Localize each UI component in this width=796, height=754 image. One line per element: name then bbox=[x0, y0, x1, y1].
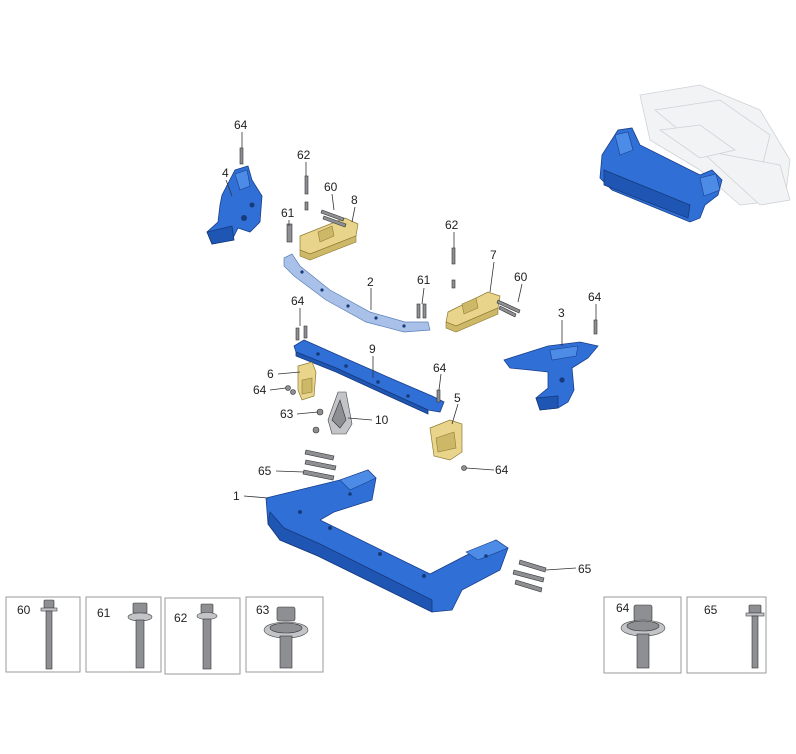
fastener-box-64-label: 64 bbox=[616, 601, 630, 615]
fastener-box-65: 65 bbox=[686, 596, 767, 674]
fasteners-in-assembly bbox=[239, 147, 598, 593]
part-8-left-support-bracket bbox=[299, 217, 359, 261]
part-4-left-mounting-bracket bbox=[206, 165, 263, 245]
callout-4: 4 bbox=[222, 166, 229, 180]
fastener-box-61: 61 bbox=[85, 596, 162, 673]
fastener-box-62-label: 62 bbox=[174, 611, 188, 625]
fastener-box-60-label: 60 bbox=[17, 603, 31, 617]
callout-64-part4: 64 bbox=[234, 118, 248, 132]
callout-65-right: 65 bbox=[578, 562, 592, 576]
callout-65-left: 65 bbox=[258, 464, 272, 478]
callout-64-part9-right: 64 bbox=[433, 361, 447, 375]
fastener-box-63-label: 63 bbox=[256, 603, 270, 617]
callout-5: 5 bbox=[454, 391, 461, 405]
fastener-box-61-label: 61 bbox=[97, 606, 111, 620]
fastener-box-64: 64 bbox=[603, 596, 682, 674]
callout-labels: 64 4 62 60 8 61 2 62 61 7 60 64 3 64 9 6… bbox=[222, 118, 602, 576]
fastener-box-62: 62 bbox=[164, 597, 241, 675]
callout-7: 7 bbox=[490, 248, 497, 262]
callout-60-right: 60 bbox=[514, 270, 528, 284]
callout-62-left: 62 bbox=[297, 148, 311, 162]
callout-1: 1 bbox=[233, 489, 240, 503]
fastener-box-60: 60 bbox=[5, 596, 81, 673]
part-2-reinforcement-strip bbox=[283, 253, 431, 333]
fastener-box-63: 63 bbox=[245, 596, 324, 673]
callout-63: 63 bbox=[280, 407, 294, 421]
leader-lines bbox=[225, 132, 597, 571]
part-6-left-lower-bracket bbox=[297, 361, 317, 401]
callout-64-part9: 64 bbox=[291, 294, 305, 308]
callout-64-part3: 64 bbox=[588, 290, 602, 304]
callout-8: 8 bbox=[351, 193, 358, 207]
part-7-right-support-bracket bbox=[445, 291, 501, 333]
callout-3: 3 bbox=[558, 306, 565, 320]
callout-64-part6: 64 bbox=[253, 383, 267, 397]
callout-64-part5: 64 bbox=[495, 463, 509, 477]
callout-61-right: 61 bbox=[417, 273, 431, 287]
vehicle-context-thumbnail bbox=[599, 84, 791, 223]
callout-60-left: 60 bbox=[324, 180, 338, 194]
part-5-right-lower-bracket bbox=[429, 419, 463, 461]
callout-62-right: 62 bbox=[445, 218, 459, 232]
callout-6: 6 bbox=[267, 367, 274, 381]
part-1-bumper-beam bbox=[265, 469, 509, 613]
part-10-center-support bbox=[327, 391, 353, 435]
callout-10: 10 bbox=[375, 413, 389, 427]
callout-2: 2 bbox=[367, 275, 374, 289]
callout-61-left: 61 bbox=[281, 206, 295, 220]
fastener-box-65-label: 65 bbox=[704, 603, 718, 617]
part-3-right-mounting-bracket bbox=[503, 341, 599, 411]
part-9-upper-cross-member bbox=[293, 339, 445, 415]
callout-9: 9 bbox=[369, 342, 376, 356]
